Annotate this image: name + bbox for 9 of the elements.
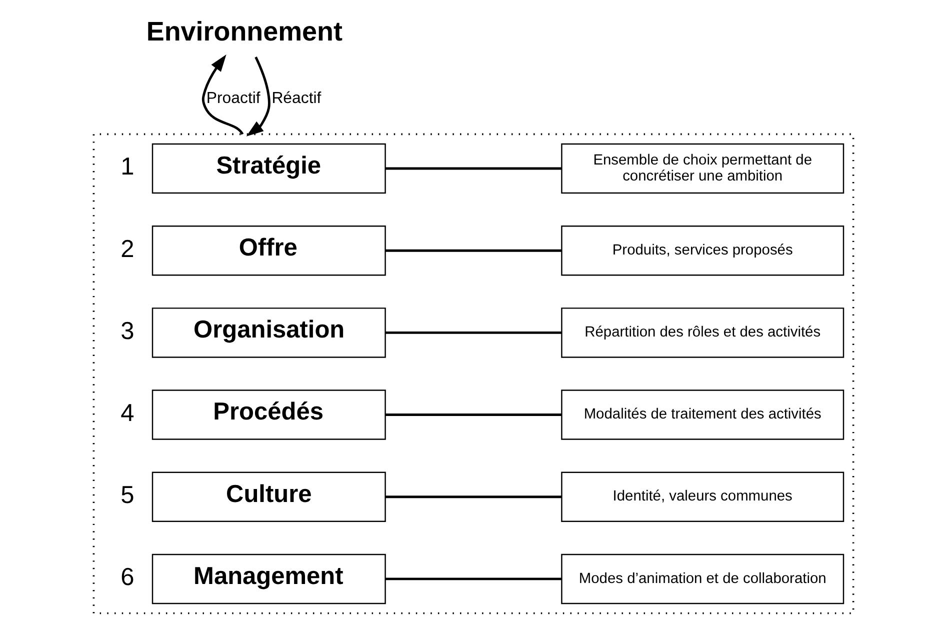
edge-label: Réactif xyxy=(271,90,321,107)
node-label: 5 xyxy=(120,482,134,509)
node-text: Environnement xyxy=(146,16,342,47)
edge-label: Proactif xyxy=(206,90,260,107)
node-label: 4 xyxy=(120,400,134,427)
node-label: 3 xyxy=(120,318,134,345)
node-label: 2 xyxy=(120,236,134,263)
node-label: 6 xyxy=(120,564,134,592)
node-label: 1 xyxy=(120,154,134,181)
